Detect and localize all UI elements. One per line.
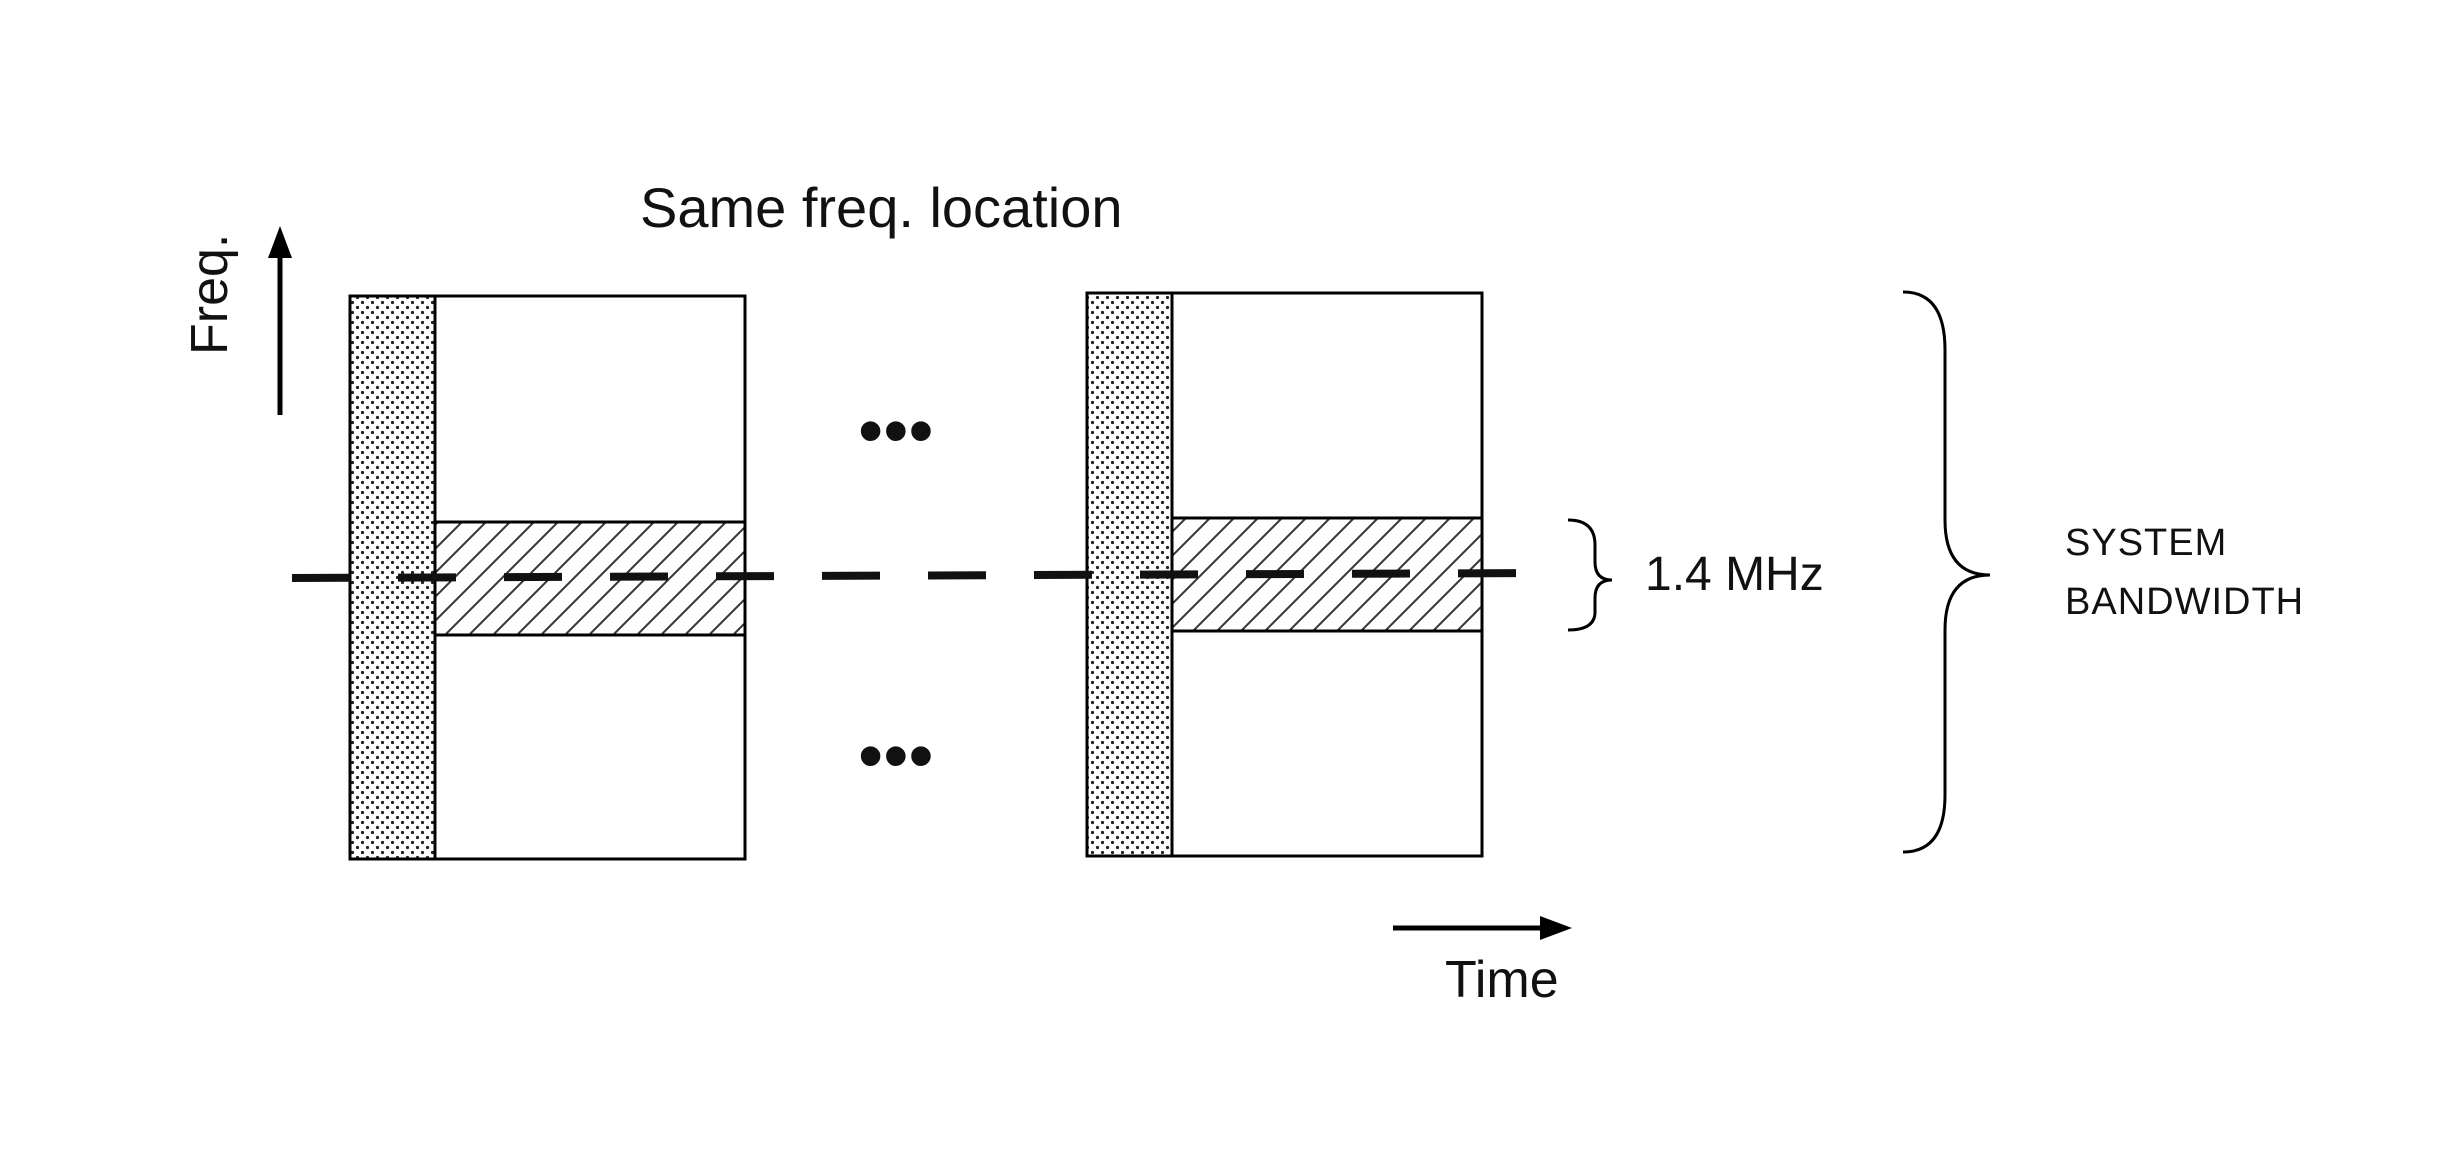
ellipsis-bottom: ••• [858, 716, 934, 796]
ellipsis-top: ••• [858, 391, 934, 471]
narrowband-region-1 [435, 522, 745, 635]
freq-axis-label: Freq. [181, 234, 239, 355]
time-axis-label: Time [1445, 951, 1559, 1009]
narrowband-label: 1.4 MHz [1645, 548, 1824, 601]
narrowband-brace [1568, 520, 1612, 630]
freq-axis-arrow [268, 226, 292, 415]
system-bandwidth-label-line1: SYSTEM [2065, 522, 2227, 564]
diagram-title: Same freq. location [640, 176, 1122, 239]
narrowband-region-2 [1172, 518, 1482, 631]
system-bandwidth-brace [1903, 292, 1990, 852]
time-axis-arrow [1393, 916, 1572, 940]
system-bandwidth-label-line2: BANDWIDTH [2065, 581, 2304, 623]
